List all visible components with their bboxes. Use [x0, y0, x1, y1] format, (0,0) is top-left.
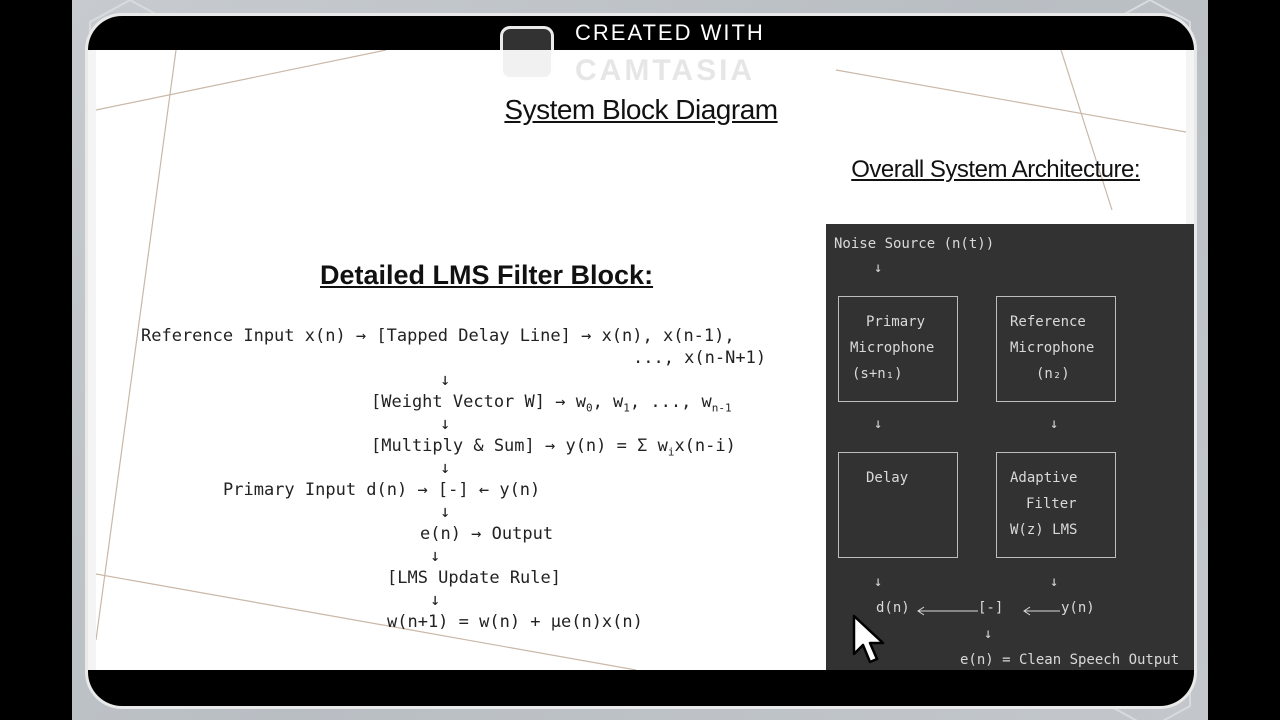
- yn-label: y(n): [1061, 600, 1095, 616]
- decorative-lines: [96, 50, 1186, 670]
- arrow-down-icon: ↓: [984, 626, 993, 642]
- slide-canvas: System Block Diagram Overall System Arch…: [96, 50, 1194, 670]
- lms-reference-line-cont: ..., x(n-N+1): [633, 348, 767, 368]
- lms-reference-line: Reference Input x(n) → [Tapped Delay Lin…: [141, 326, 735, 346]
- arrow-down-icon: ↓: [874, 260, 883, 276]
- architecture-panel: Noise Source (n(t)) ↓ Primary Microphone…: [826, 224, 1194, 670]
- dn-label: d(n): [876, 600, 910, 616]
- watermark-line2: CAMTASIA: [575, 54, 756, 87]
- mouse-cursor-icon: [852, 614, 885, 664]
- slide-frame: System Block Diagram Overall System Arch…: [88, 16, 1194, 706]
- connector-lines: [917, 606, 1060, 616]
- primary-mic-line3: (s+n₁): [852, 366, 903, 382]
- arrow-down-icon: ↓: [440, 370, 451, 390]
- camtasia-logo-icon: [500, 26, 554, 80]
- primary-microphone-block: [838, 296, 958, 402]
- delay-block: [838, 452, 958, 558]
- reference-mic-line3: (n₂): [1036, 366, 1070, 382]
- reference-mic-line2: Microphone: [1010, 340, 1095, 356]
- adaptive-line2: Filter: [1026, 496, 1077, 512]
- arrow-down-icon: ↓: [430, 546, 441, 566]
- arrow-down-icon: ↓: [874, 416, 883, 432]
- adaptive-line3: W(z) LMS: [1010, 522, 1078, 538]
- delay-label: Delay: [866, 470, 909, 486]
- letterbox-left: [0, 0, 72, 720]
- page-title: System Block Diagram: [504, 94, 778, 125]
- lms-update-equation: w(n+1) = w(n) + μe(n)x(n): [387, 612, 643, 632]
- adaptive-filter-block: [996, 452, 1116, 558]
- arrow-down-icon: ↓: [440, 502, 451, 522]
- primary-mic-line2: Microphone: [850, 340, 935, 356]
- arrow-down-icon: ↓: [440, 414, 451, 434]
- noise-source-label: Noise Source (n(t)): [834, 236, 995, 252]
- camtasia-watermark: CREATED WITH CAMTASIA: [500, 20, 790, 87]
- arrow-down-icon: ↓: [874, 574, 883, 590]
- arrow-down-icon: ↓: [1050, 574, 1059, 590]
- arrow-down-icon: ↓: [440, 458, 451, 478]
- lms-error-line: e(n) → Output: [420, 524, 554, 544]
- letterbox-right: [1208, 0, 1280, 720]
- arrow-down-icon: ↓: [1050, 416, 1059, 432]
- architecture-title: Overall System Architecture:: [851, 156, 1140, 183]
- lms-block-title: Detailed LMS Filter Block:: [320, 260, 654, 290]
- lms-multiply-line: [Multiply & Sum] → y(n) = Σ wix(n-i): [371, 436, 736, 459]
- adaptive-line1: Adaptive: [1010, 470, 1078, 486]
- lms-primary-line: Primary Input d(n) → [-] ← y(n): [223, 480, 541, 500]
- lms-update-rule: [LMS Update Rule]: [387, 568, 561, 588]
- watermark-line1: CREATED WITH: [575, 20, 765, 45]
- primary-mic-line1: Primary: [866, 314, 926, 330]
- reference-microphone-block: [996, 296, 1116, 402]
- summing-junction: [-]: [978, 600, 1004, 616]
- arrow-down-icon: ↓: [430, 590, 441, 610]
- frame-top-bar: [88, 16, 1194, 50]
- frame-bottom-bar: [88, 670, 1194, 706]
- reference-mic-line1: Reference: [1010, 314, 1086, 330]
- lms-weight-line: [Weight Vector W] → w0, w1, ..., wn-1: [371, 392, 732, 415]
- clean-speech-output: e(n) = Clean Speech Output: [960, 652, 1180, 668]
